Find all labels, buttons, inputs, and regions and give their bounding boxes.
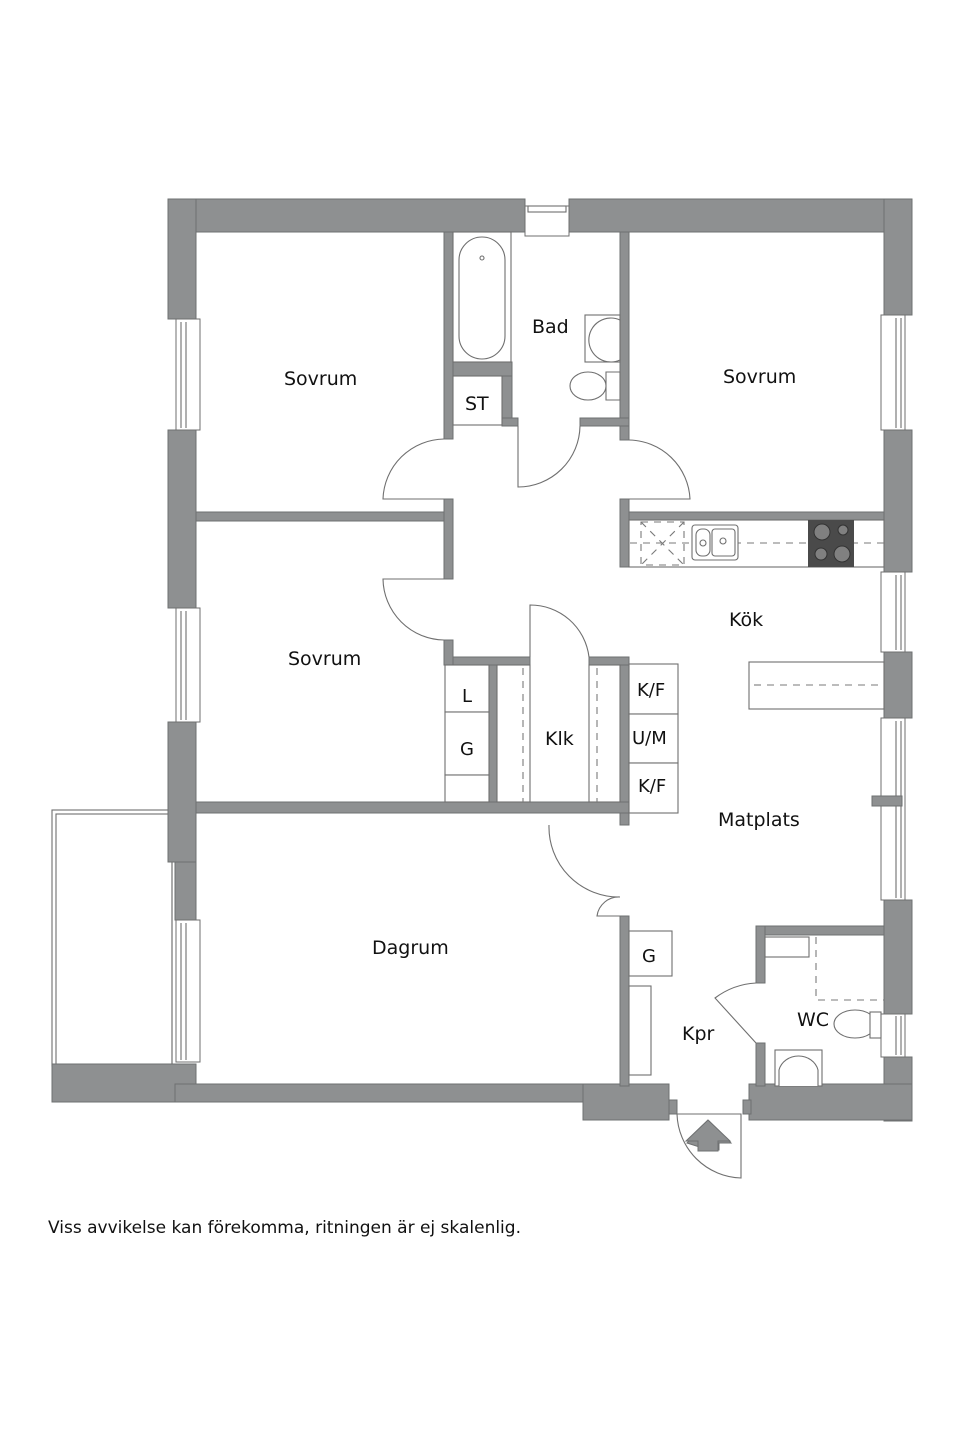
storage-fixtures [444,663,679,814]
room-label-st: ST [465,393,489,415]
storage-label-l: L [462,686,472,707]
storage-label-g: G [642,946,656,967]
hall-fixtures [628,930,673,1076]
doors [382,425,757,1179]
bathroom-fixtures [452,231,621,426]
toilet-icon [605,371,621,401]
kitchen-fixtures [628,519,885,710]
washbasin-icon [588,317,621,363]
room-label-dagrum: Dagrum [372,937,449,959]
room-label-sovrum: Sovrum [723,366,796,388]
room-label-kok: Kök [729,609,763,631]
disclaimer-caption: Viss avvikelse kan förekomma, ritningen … [48,1218,521,1238]
room-label-kpr: Kpr [682,1023,715,1045]
interior-walls [195,231,885,1087]
storage-label-kf: K/F [638,776,666,797]
storage-label-g: G [460,739,474,760]
room-label-klk: Klk [545,728,574,750]
exterior-walls [51,198,913,1122]
room-labels: Sovrum Bad ST Sovrum Kök Sovrum L G Klk … [284,316,829,1045]
room-label-wc: WC [797,1009,829,1031]
bathtub-icon [458,236,506,360]
kitchen-sink-icon [691,524,739,561]
storage-label-kf: K/F [637,680,665,701]
room-label-bad: Bad [532,316,569,338]
windows [175,205,906,1063]
wc-fixtures [764,936,884,1087]
storage-label-um: U/M [632,728,667,749]
entrance-arrow-icon [684,1119,732,1152]
room-label-matplats: Matplats [718,809,800,831]
room-label-sovrum: Sovrum [284,368,357,390]
balcony [51,809,173,1067]
room-label-sovrum: Sovrum [288,648,361,670]
